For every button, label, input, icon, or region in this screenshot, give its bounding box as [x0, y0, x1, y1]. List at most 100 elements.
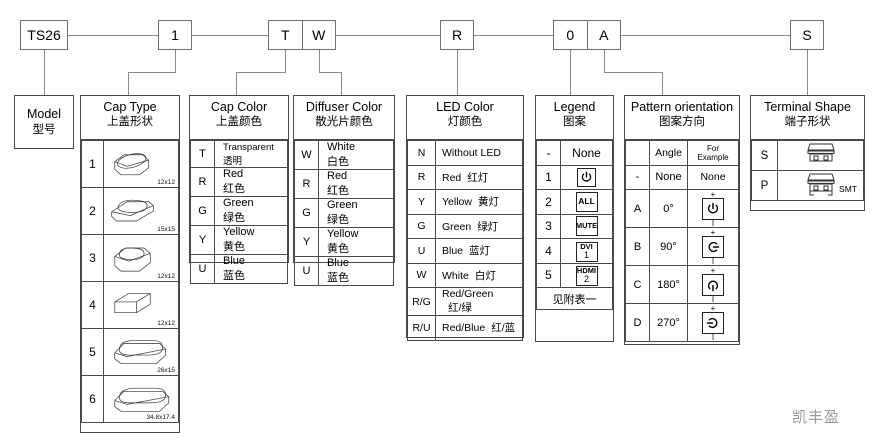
- cap-type-code[interactable]: 1: [158, 20, 192, 50]
- led-color-value-cn: 绿灯: [477, 220, 499, 233]
- diffuser-color-value: Red红色: [318, 169, 394, 199]
- cap-type-key: 4: [81, 281, 104, 329]
- cap-type-drawing: [104, 282, 178, 328]
- cap-color-key: Y: [190, 225, 215, 255]
- legend-key: 2: [536, 189, 561, 215]
- diffuser-color-key: G: [294, 198, 319, 228]
- terminal-shape-row[interactable]: S: [751, 140, 864, 171]
- led-color-value: Without LED: [435, 140, 523, 166]
- led-color-code-cell-0[interactable]: R: [451, 27, 463, 43]
- orientation-key: D: [625, 303, 650, 342]
- color-code-cell-0[interactable]: T: [280, 27, 290, 43]
- block-model-title-cn: 型号: [32, 124, 56, 136]
- color-code-cell-1[interactable]: W: [301, 21, 336, 49]
- polarity-plus: +: [710, 303, 716, 313]
- spine-segment-1: [68, 35, 158, 36]
- power-icon: [702, 235, 724, 258]
- spine-segment-5: [621, 35, 790, 36]
- cap-color-value-en: Blue: [223, 255, 246, 267]
- led-color-key: Y: [407, 189, 436, 215]
- cap-color-value-en: Red: [223, 168, 244, 180]
- diffuser-color-value-cn: 绿色: [327, 214, 349, 226]
- led-color-value-cn: 黄灯: [477, 196, 499, 209]
- legend-key: 1: [536, 164, 561, 190]
- diffuser-color-value-en: Blue: [327, 257, 350, 269]
- legend-orientation-code-cell-1[interactable]: A: [586, 21, 621, 49]
- legend-key: 4: [536, 238, 561, 264]
- model-code[interactable]: TS26: [20, 20, 68, 50]
- terminal-shape-code-cell-0[interactable]: S: [802, 27, 812, 43]
- cap-type-code-cell-0[interactable]: 1: [171, 27, 179, 43]
- cap-color-key: U: [190, 254, 215, 284]
- cap-type-drawing: [104, 376, 178, 422]
- connector-captype-h: [128, 72, 176, 73]
- cap-type-row[interactable]: 4 12x12: [81, 281, 179, 329]
- legend-orientation-code-cell-0[interactable]: 0: [566, 27, 575, 43]
- block-pattern-orientation-title-cn: 图案方向: [659, 116, 705, 128]
- orientation-header-angle: Angle: [649, 140, 688, 166]
- led-color-value-cn: 红/绿: [448, 302, 472, 314]
- led-color-code[interactable]: R: [440, 20, 474, 50]
- polarity-plus: +: [710, 189, 716, 199]
- block-model-title: Model: [26, 107, 62, 121]
- model-code-cell-0[interactable]: TS26: [27, 27, 61, 43]
- legend-row[interactable]: -None: [536, 140, 613, 166]
- cap-color-value: Yellow黄色: [214, 225, 288, 255]
- legend-row[interactable]: 1: [536, 164, 613, 190]
- led-color-value-cn: 红灯: [467, 171, 489, 184]
- orientation-angle: None: [649, 164, 688, 190]
- cap-type-drawing: [104, 188, 178, 234]
- orientation-example-graphic: +l: [691, 266, 735, 303]
- diffuser-color-value-cn: 红色: [327, 185, 349, 197]
- orientation-example: +l: [687, 189, 739, 228]
- legend-none-label: None: [572, 145, 601, 160]
- polarity-minus: l: [712, 218, 714, 228]
- led-color-key: R: [407, 164, 436, 190]
- power-icon: [702, 273, 724, 296]
- cap-type-dimension-label: 12x12: [157, 320, 175, 327]
- legend-row[interactable]: 2 ALL: [536, 189, 613, 215]
- terminal-shape-code[interactable]: S: [790, 20, 824, 50]
- legend-text-icon: ALL: [575, 191, 598, 212]
